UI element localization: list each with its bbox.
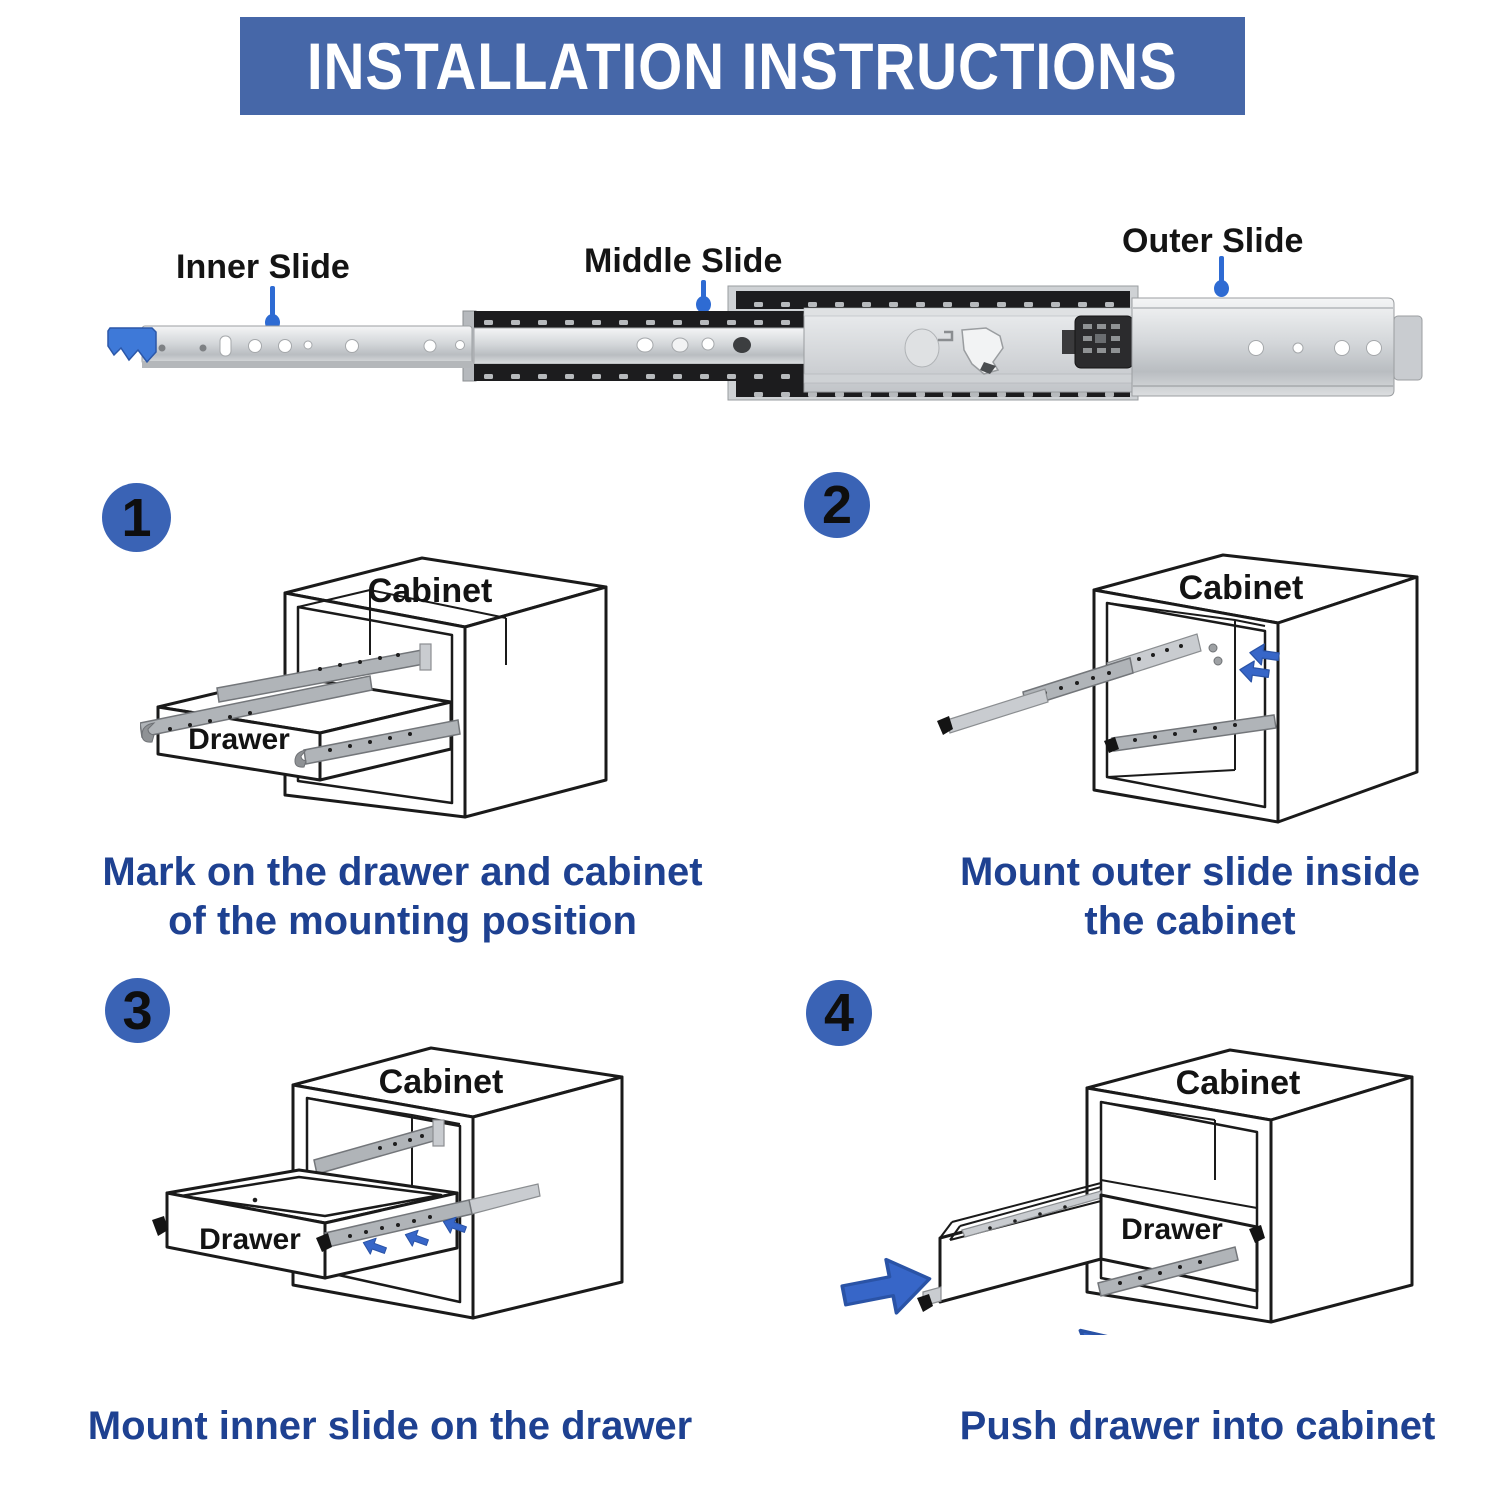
outer-slide-pointer-pin-icon: [1213, 256, 1229, 297]
outer-slide-drawing: [1131, 297, 1423, 397]
caption-line: Mark on the drawer and cabinet: [102, 850, 703, 894]
step-1-number: 1: [121, 487, 152, 548]
inner-slide-mounting-drawing: [316, 1183, 541, 1260]
caption-line: Mount outer slide inside: [959, 850, 1421, 894]
mounting-tab: [1393, 315, 1423, 381]
cabinet-slide-drawing: [313, 1119, 445, 1175]
cabinet-label: Cabinet: [379, 1063, 504, 1101]
middle-slide-pointer-pin-icon: [695, 280, 711, 313]
push-arrow-icon: [1033, 1314, 1139, 1335]
drawer-label: Drawer: [188, 723, 290, 756]
step-4-illustration: Cabinet Drawer: [837, 1048, 1414, 1335]
cabinet-label: Cabinet: [1176, 1064, 1301, 1102]
outer-slide-label: Outer Slide: [1122, 222, 1304, 260]
pin-stem: [1218, 256, 1224, 282]
step-2-number: 2: [821, 475, 853, 535]
caption-line: Mount inner slide on the drawer: [87, 1404, 693, 1448]
drawer-drawing: [917, 1182, 1265, 1312]
pin-stem: [269, 286, 275, 316]
step-1-caption: Mark on the drawer and cabinet of the mo…: [55, 848, 750, 946]
step-3-caption: Mount inner slide on the drawer: [30, 1402, 750, 1451]
step-3-number: 3: [122, 980, 153, 1041]
step-3-badge: 3: [105, 978, 170, 1043]
step-4-number: 4: [823, 983, 855, 1043]
step-4-badge: 4: [806, 980, 872, 1046]
title-banner: INSTALLATION INSTRUCTIONS: [240, 17, 1245, 115]
push-arrow-icon: [837, 1250, 937, 1324]
step-3-illustration: Cabinet Drawer: [152, 1046, 624, 1320]
step-4-caption: Push drawer into cabinet: [935, 1402, 1460, 1451]
cabinet-label: Cabinet: [1179, 569, 1304, 607]
caption-line: of the mounting position: [168, 899, 637, 943]
step-1-illustration: Cabinet Drawer: [140, 556, 608, 819]
step-2-badge: 2: [804, 472, 870, 538]
middle-slide-drawing: [462, 307, 1135, 393]
step-1-badge: 1: [102, 483, 171, 552]
inner-slide-drawing: [107, 325, 473, 368]
pin-stem: [700, 280, 706, 298]
caption-line: Push drawer into cabinet: [959, 1404, 1436, 1448]
pin-blob: [1213, 280, 1229, 297]
step-2-illustration: Cabinet: [937, 553, 1419, 824]
cabinet-label: Cabinet: [368, 572, 493, 610]
cabinet-drawing: [1092, 553, 1419, 824]
release-latch: [107, 327, 157, 364]
rear-disconnect-latch: [1074, 315, 1134, 369]
middle-slide-label: Middle Slide: [584, 242, 783, 280]
page-title: INSTALLATION INSTRUCTIONS: [307, 29, 1178, 103]
drawer-slide-assembly-photo: [107, 285, 1423, 401]
outer-slide-mounting-drawing: [937, 633, 1281, 753]
drawer-label: Drawer: [1121, 1213, 1223, 1246]
drawer-slide-drawing: [140, 643, 461, 768]
drawer-label: Drawer: [199, 1223, 301, 1256]
step-2-caption: Mount outer slide inside the cabinet: [930, 848, 1450, 946]
caption-line: the cabinet: [1084, 899, 1296, 943]
pin-blob: [695, 296, 711, 313]
inner-slide-label: Inner Slide: [176, 248, 350, 286]
